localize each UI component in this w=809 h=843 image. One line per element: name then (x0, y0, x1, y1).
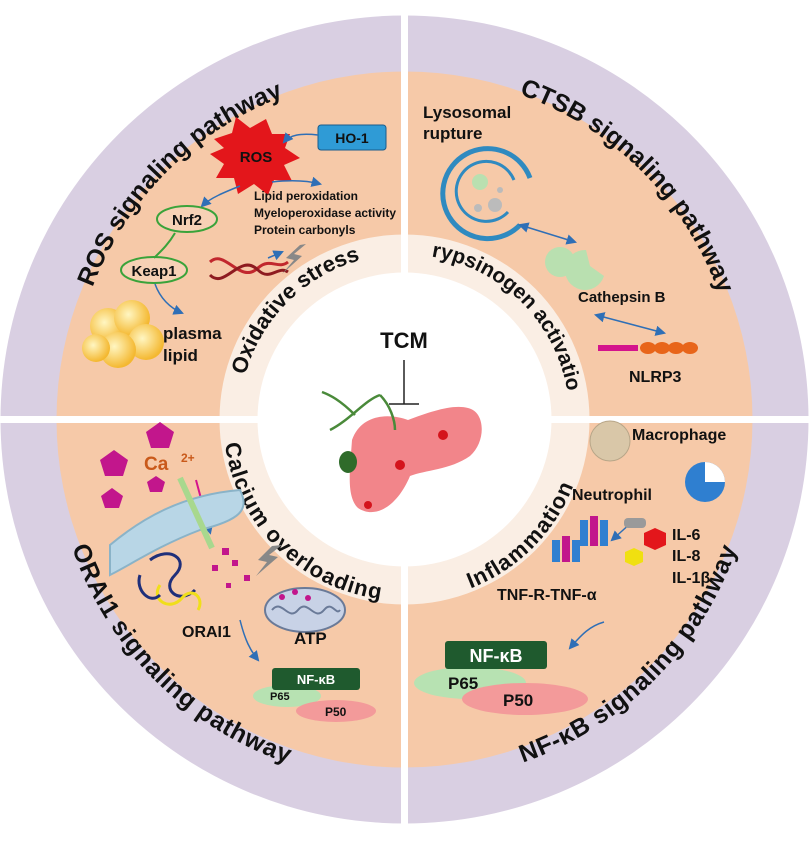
calcium-ions-icon (100, 422, 174, 508)
arrow-ros-effects (271, 176, 323, 187)
cathepsin-label: Cathepsin B (578, 289, 666, 306)
arrow-effects-dna (267, 250, 284, 261)
orai1-label: ORAI1 (182, 624, 231, 641)
neutrophil-label: Neutrophil (572, 487, 652, 504)
nlrp3-icon (640, 342, 698, 354)
effect-protein-carbonyls: Protein carbonyls (254, 223, 356, 237)
effect-lipid-peroxidation: Lipid peroxidation (254, 189, 358, 203)
orai1-channel-icon (137, 552, 202, 611)
macrophage-label: Macrophage (632, 427, 726, 444)
il1b-label: IL-1β (672, 570, 710, 587)
p50-label-left: P50 (325, 705, 347, 719)
arrow-ho1-ros (282, 132, 319, 144)
cytokine-gray (624, 518, 646, 528)
ros-burst-icon (210, 117, 300, 195)
lysosome-icon (440, 146, 533, 241)
nlrp3-bar (598, 345, 638, 351)
mitochondria-icon (264, 587, 346, 633)
lipid-label: lipid (163, 346, 198, 365)
p50-oval-right (462, 683, 588, 715)
p65-oval-left (253, 685, 321, 707)
keap1-oval (120, 256, 188, 284)
cytokine-yellow (625, 548, 643, 566)
il8-label: IL-8 (672, 548, 701, 565)
effect-myeloperoxidase: Myeloperoxidase activity (254, 206, 396, 220)
p50-oval-left (296, 700, 376, 722)
lysosomal-label: Lysosomal (423, 103, 511, 122)
ca-label: Ca (144, 454, 169, 475)
nlrp3-label: NLRP3 (629, 369, 682, 386)
ho1-label: HO-1 (335, 130, 369, 146)
ros-label: ROS (240, 149, 273, 166)
p65-label-left: P65 (270, 691, 290, 703)
arrow-keap1-lipid (154, 283, 184, 315)
macrophage-icon (589, 420, 631, 462)
arrow-lysosome-cathepsin (517, 222, 578, 245)
atp-label: ATP (294, 629, 327, 648)
plasma-label: plasma (163, 324, 222, 343)
pancreas-icon (321, 390, 482, 513)
calcium-particles-icon (212, 548, 250, 588)
tcm-label: TCM (380, 328, 428, 353)
ros-quadrant: HO-1 ROS Lipid peroxidation Myeloperoxid… (82, 117, 396, 368)
cell-membrane-icon (109, 476, 245, 577)
ho1-box (317, 124, 387, 151)
arrow-ros-nrf2 (200, 185, 241, 208)
ctsb-quadrant: Lysosomal rupture Cathepsin B NLRP3 (423, 103, 698, 386)
tnf-label: TNF-R-TNF-α (497, 587, 597, 604)
orai-quadrant: Ca 2+ ORAI1 ATP (100, 422, 376, 722)
arrow-tnf-nfkb (568, 621, 605, 650)
cytokine-red (644, 528, 666, 550)
nfkb-quadrant: Macrophage Neutrophil IL-6 IL-8 IL-1β TN… (414, 420, 726, 715)
cathepsin-icon (545, 247, 604, 290)
rupture-label: rupture (423, 124, 483, 143)
dna-icon (208, 257, 289, 281)
p65-label-right: P65 (448, 674, 478, 693)
neutrophil-icon (685, 462, 725, 502)
keap1-label: Keap1 (131, 263, 176, 280)
lightning-icon-orai (256, 545, 282, 576)
lightning-icon (282, 244, 306, 274)
nfkb-box-left (272, 668, 360, 690)
nfkb-label-right: NF-κB (469, 646, 522, 666)
tnf-receptor-icon (552, 516, 608, 562)
lipid-droplets-icon (82, 300, 164, 368)
il6-label: IL-6 (672, 527, 701, 544)
nrf2-oval (156, 205, 218, 233)
nfkb-box-right (445, 641, 547, 669)
arrow-to-nfkb (239, 619, 260, 662)
nrf2-label: Nrf2 (172, 212, 202, 229)
ca-charge-label: 2+ (181, 451, 195, 465)
nfkb-label-left: NF-κB (297, 672, 335, 687)
p50-label-right: P50 (503, 691, 533, 710)
arrow-cathepsin-nlrp3 (593, 312, 667, 336)
